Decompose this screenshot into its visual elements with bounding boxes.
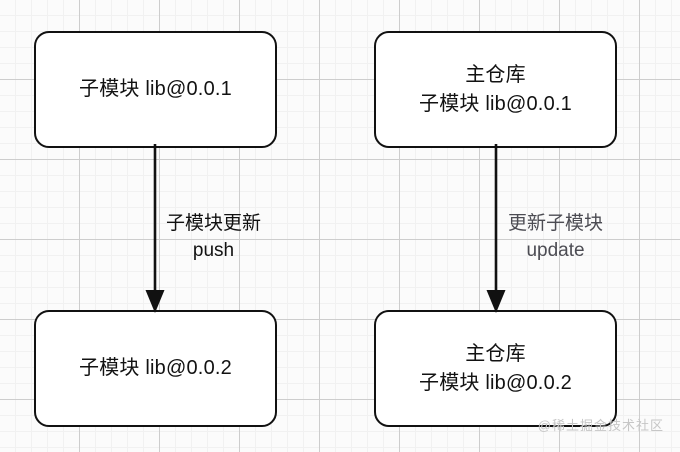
watermark: @稀土掘金技术社区: [537, 418, 664, 433]
edge-label-line: 更新子模块: [508, 213, 604, 234]
node-main-repo-top[interactable]: 主仓库 子模块 lib@0.0.1: [374, 31, 617, 148]
edge-label-right: 更新子模块 update: [508, 211, 603, 265]
node-label-line: 主仓库: [465, 64, 526, 87]
node-label-line: 子模块 lib@0.0.2: [419, 371, 572, 394]
edge-label-line: push: [192, 239, 235, 261]
node-main-repo-bottom[interactable]: 主仓库 子模块 lib@0.0.2: [374, 310, 617, 427]
node-label-line: 子模块 lib@0.0.1: [79, 78, 232, 101]
edge-label-line: 子模块更新: [166, 213, 262, 234]
node-label-line: 子模块 lib@0.0.1: [419, 92, 572, 115]
edge-label-line: update: [526, 239, 585, 261]
node-label-line: 主仓库: [465, 343, 526, 366]
edge-arrow-right: [486, 144, 506, 313]
node-submodule-bottom[interactable]: 子模块 lib@0.0.2: [34, 310, 277, 427]
arrowhead-icon: [486, 290, 506, 313]
edge-arrow-left: [145, 144, 165, 313]
arrowhead-icon: [145, 290, 165, 313]
node-label-line: 子模块 lib@0.0.2: [79, 357, 232, 380]
node-submodule-top[interactable]: 子模块 lib@0.0.1: [34, 31, 277, 148]
edge-label-left: 子模块更新 push: [166, 211, 261, 265]
